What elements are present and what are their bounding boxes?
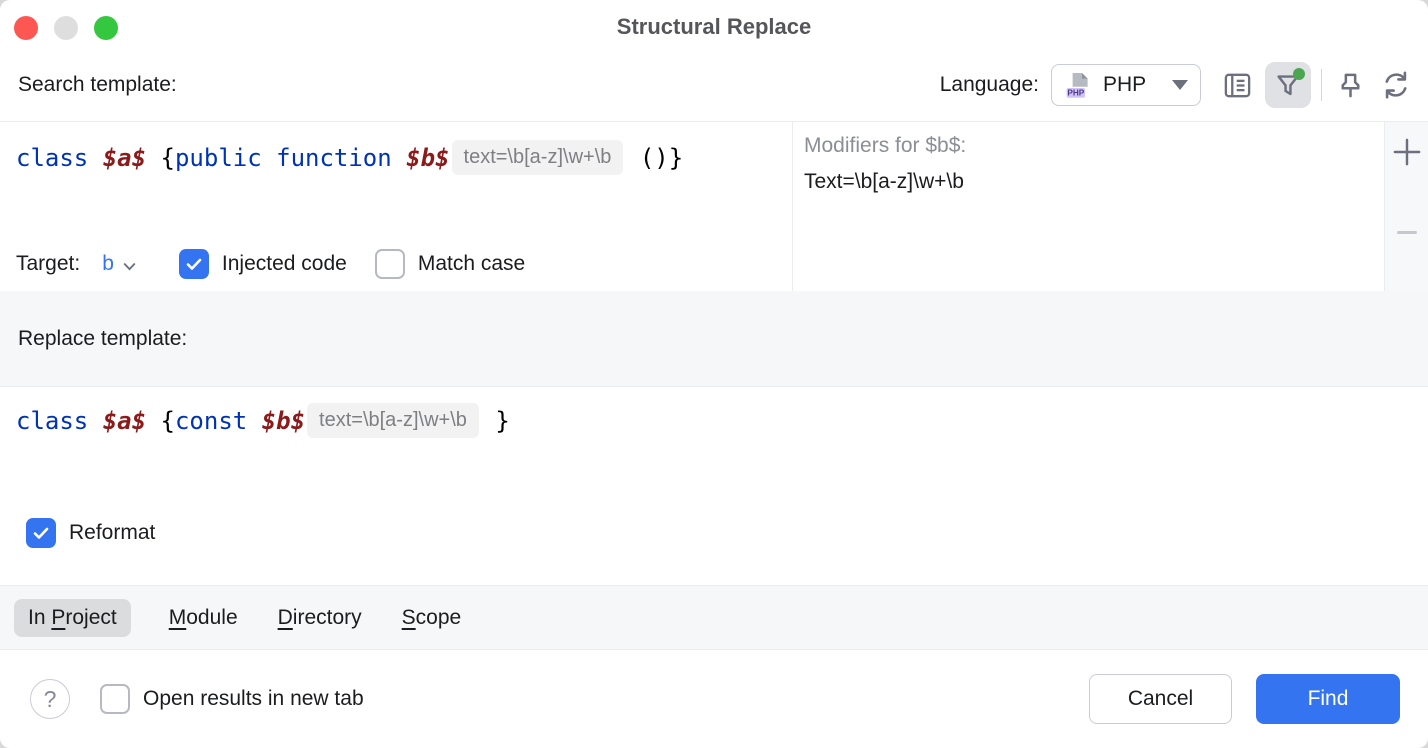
code-token: ()} [625,143,684,172]
filter-modifiers-button[interactable] [1265,62,1311,108]
find-button[interactable]: Find [1256,674,1400,724]
checkbox-unchecked-icon[interactable] [374,249,405,279]
template-variable: $b$ [261,406,306,435]
checkbox-unchecked-icon[interactable] [100,684,130,714]
target-row: Target: b Injected code [16,249,776,279]
match-case-label: Match case [417,252,526,275]
close-window-button[interactable] [14,16,38,40]
window-title: Structural Replace [616,14,812,39]
reformat-label: Reformat [69,521,156,544]
language-select-value: PHP [1103,73,1147,96]
tab-text: odule [186,605,238,629]
search-template-editor[interactable]: class $a$ { public function $b$ text=\b[… [0,122,793,291]
target-label: Target: [16,252,81,275]
tab-text: roject [65,605,117,629]
chevron-down-icon [1172,80,1188,90]
pin-dialog-button[interactable] [1332,67,1368,103]
svg-text:PHP: PHP [1067,89,1084,98]
checkbox-checked-icon[interactable] [26,518,56,548]
replace-template-label: Replace template: [18,326,188,350]
search-code-line: class $a$ { public function $b$ text=\b[… [16,140,776,175]
reformat-checkbox[interactable]: Reformat [26,518,1412,548]
language-label: Language: [939,73,1039,96]
reset-button[interactable] [1378,67,1414,103]
cancel-button[interactable]: Cancel [1089,674,1232,724]
tab-mnemonic: S [401,605,416,629]
template-variable: $a$ [102,406,147,435]
code-token: public function [174,143,407,172]
modifiers-panel[interactable]: Modifiers for $b$: Text=\b[a-z]\w+\b [793,122,1384,291]
scope-tabs: In Project Module Directory Scope [0,586,1428,650]
tab-mnemonic: D [277,605,293,629]
question-mark-icon: ? [43,685,57,712]
modifiers-toolbar [1384,122,1428,291]
php-file-icon: PHP [1064,70,1094,100]
code-token: { [146,406,175,435]
dialog-header: Structural Replace Search template: Lang… [0,0,1428,122]
remove-modifier-button[interactable] [1391,216,1423,248]
target-value-dropdown[interactable]: b [102,252,114,275]
open-results-label: Open results in new tab [143,687,364,710]
minimize-window-button [54,16,78,40]
scope-tab-scope[interactable]: Scope [400,599,464,637]
tab-mnemonic: M [168,605,187,629]
code-token: class [16,143,103,172]
modifier-entry[interactable]: Text=\b[a-z]\w+\b [804,170,964,193]
help-button[interactable]: ? [30,679,70,719]
template-variable: $b$ [406,143,450,172]
scope-tab-module[interactable]: Module [167,599,240,637]
traffic-lights [14,16,118,40]
refresh-icon [1380,69,1412,101]
text-filter-chip[interactable]: text=\b[a-z]\w+\b [451,140,624,175]
text-filter-chip[interactable]: text=\b[a-z]\w+\b [307,403,479,438]
zoom-window-button[interactable] [94,16,118,40]
code-token: { [146,143,175,172]
chevron-down-icon [120,257,139,276]
tab-text: irectory [292,605,362,629]
checkbox-checked-icon[interactable] [178,249,209,279]
language-select[interactable]: PHP PHP [1051,64,1201,106]
add-modifier-button[interactable] [1391,136,1423,168]
search-area: class $a$ { public function $b$ text=\b[… [0,122,1428,291]
dialog-footer: ? Open results in new tab Cancel Find [0,650,1428,748]
match-case-checkbox[interactable]: Match case [374,249,526,279]
injected-code-label: Injected code [221,252,347,275]
replace-template-editor[interactable]: class $a$ { const $b$ text=\b[a-z]\w+\b … [0,387,1428,586]
existing-templates-button[interactable] [1219,67,1255,103]
header-controls-row: Search template: Language: PHP PHP [0,48,1428,122]
modifiers-title: Modifiers for $b$: [804,134,967,157]
pin-icon [1335,70,1366,101]
tab-text: cope [415,605,462,629]
filter-active-dot [1293,68,1305,80]
open-results-checkbox[interactable]: Open results in new tab [100,684,364,714]
code-token: } [480,406,510,435]
template-variable: $a$ [102,143,147,172]
code-token: class [16,406,103,435]
injected-code-checkbox[interactable]: Injected code [178,249,347,279]
tab-mnemonic: P [51,605,66,629]
toolbar-separator [1321,69,1322,101]
search-template-label: Search template: [18,73,177,96]
minus-icon [1396,230,1417,234]
titlebar: Structural Replace [0,0,1428,48]
replace-code-line: class $a$ { const $b$ text=\b[a-z]\w+\b … [16,403,1412,438]
tab-text: In [28,605,52,629]
scope-tab-in-project[interactable]: In Project [14,598,131,637]
scope-tab-directory[interactable]: Directory [276,599,364,637]
code-token: const [174,406,262,435]
templates-book-icon [1222,70,1253,101]
replace-template-band: Replace template: [0,291,1428,387]
